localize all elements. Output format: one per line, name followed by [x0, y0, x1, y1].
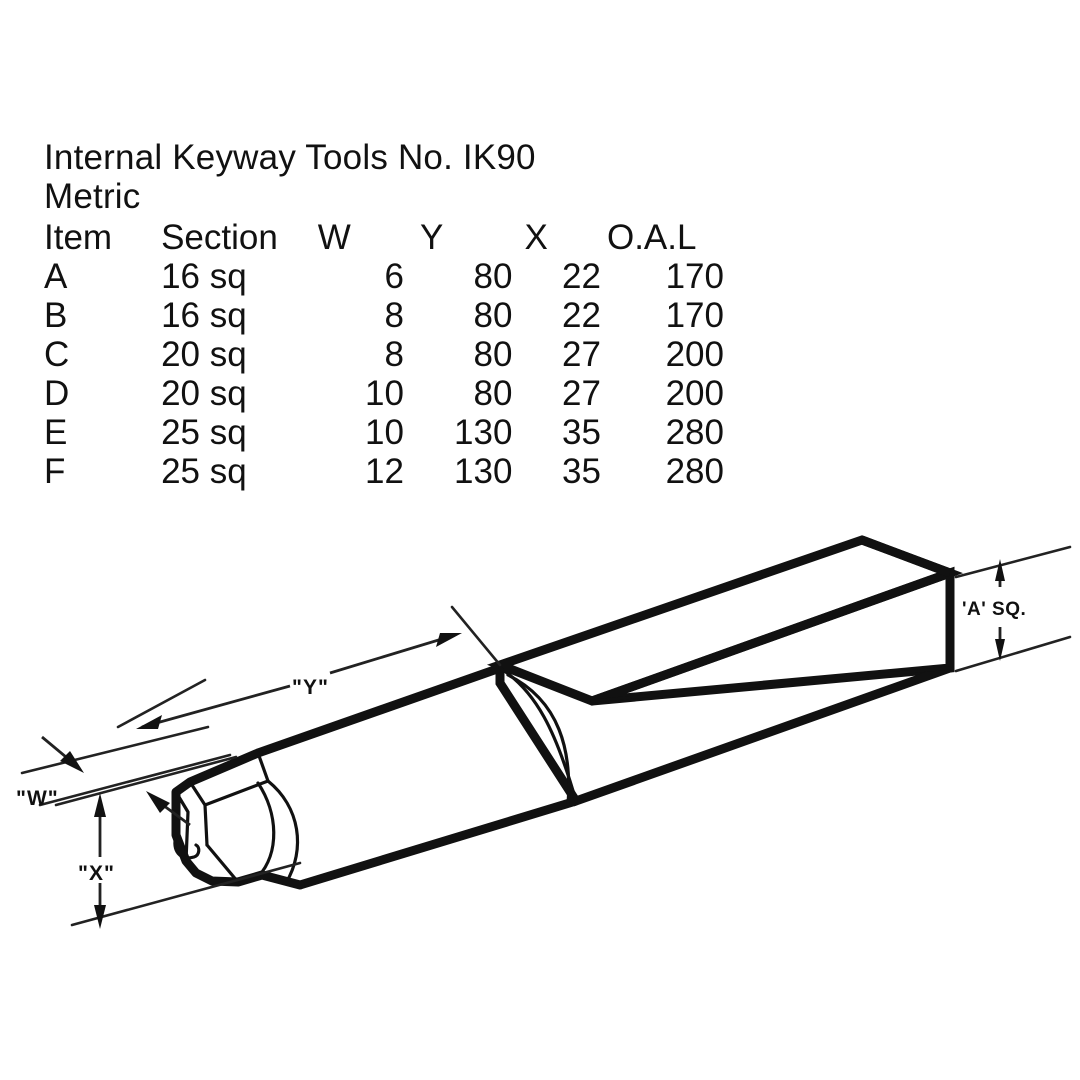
cell-item: E: [44, 413, 68, 452]
cell-item: C: [44, 335, 70, 374]
table-header: Item Section W Y X O.A.L: [44, 218, 724, 257]
table-row: B 16 sq 8 80 22 170: [44, 296, 724, 335]
round-shank: [256, 663, 578, 890]
cell-oal: 200: [665, 335, 724, 374]
dimension-y: "Y": [116, 605, 502, 729]
dimension-w: "W": [16, 725, 232, 827]
cell-item: D: [44, 374, 70, 413]
dimension-label-y: "Y": [292, 676, 329, 699]
cell-y: 130: [454, 452, 513, 491]
cell-item: F: [44, 452, 66, 491]
cell-x: 27: [562, 335, 601, 374]
table-row: E 25 sq 10 130 35 280: [44, 413, 724, 452]
cell-item: B: [44, 296, 68, 335]
cell-section: 20 sq: [161, 374, 247, 413]
cell-y: 80: [473, 257, 513, 296]
dimension-x: "X": [54, 755, 302, 929]
cell-section: 16 sq: [161, 296, 247, 335]
cell-item: A: [44, 257, 68, 296]
cell-w: 10: [365, 413, 404, 452]
column-header-x: X: [524, 218, 548, 257]
cell-section: 16 sq: [161, 257, 247, 296]
dimension-a-sq: 'A' SQ.: [954, 545, 1072, 673]
page-subtitle: Metric: [44, 177, 141, 216]
page-title: Internal Keyway Tools No. IK90: [44, 138, 536, 177]
cell-x: 22: [562, 296, 601, 335]
table-row: C 20 sq 8 80 27 200: [44, 335, 724, 374]
cell-oal: 170: [665, 257, 724, 296]
column-header-section: Section: [161, 218, 278, 257]
specification-block: Internal Keyway Tools No. IK90 Metric It…: [44, 138, 724, 491]
table-header-row: Item Section W Y X O.A.L: [44, 218, 724, 257]
dimension-label-w: "W": [16, 787, 59, 810]
cell-w: 8: [384, 296, 404, 335]
column-header-y: Y: [419, 218, 444, 257]
table-row: A 16 sq 6 80 22 170: [44, 257, 724, 296]
table-body: A 16 sq 6 80 22 170 B 16 sq 8 80 22 170 …: [44, 257, 724, 491]
cell-section: 25 sq: [161, 452, 247, 491]
column-header-item: Item: [44, 218, 113, 257]
technical-drawing: "Y" "W": [0, 505, 1080, 955]
dimension-label-x: "X": [78, 862, 115, 885]
table-row: F 25 sq 12 130 35 280: [44, 452, 724, 491]
cell-y: 130: [454, 413, 513, 452]
specification-table: Item Section W Y X O.A.L A 16 sq 6 80 22…: [44, 218, 724, 491]
cell-section: 20 sq: [161, 335, 247, 374]
cell-oal: 170: [665, 296, 724, 335]
cell-x: 22: [562, 257, 601, 296]
column-header-oal: O.A.L: [606, 218, 697, 257]
cell-x: 27: [562, 374, 601, 413]
cell-x: 35: [562, 413, 601, 452]
column-header-w: W: [317, 218, 351, 257]
cell-oal: 280: [665, 413, 724, 452]
cell-y: 80: [473, 296, 513, 335]
cell-w: 10: [365, 374, 404, 413]
cell-oal: 280: [665, 452, 724, 491]
cell-oal: 200: [665, 374, 724, 413]
cell-x: 35: [562, 452, 601, 491]
dimension-label-a-sq: 'A' SQ.: [962, 599, 1026, 620]
cell-w: 6: [384, 257, 404, 296]
cutting-tip: [171, 748, 305, 890]
cell-y: 80: [473, 335, 513, 374]
table-row: D 20 sq 10 80 27 200: [44, 374, 724, 413]
cell-w: 8: [384, 335, 404, 374]
cell-section: 25 sq: [161, 413, 247, 452]
cell-w: 12: [365, 452, 404, 491]
cell-y: 80: [473, 374, 513, 413]
